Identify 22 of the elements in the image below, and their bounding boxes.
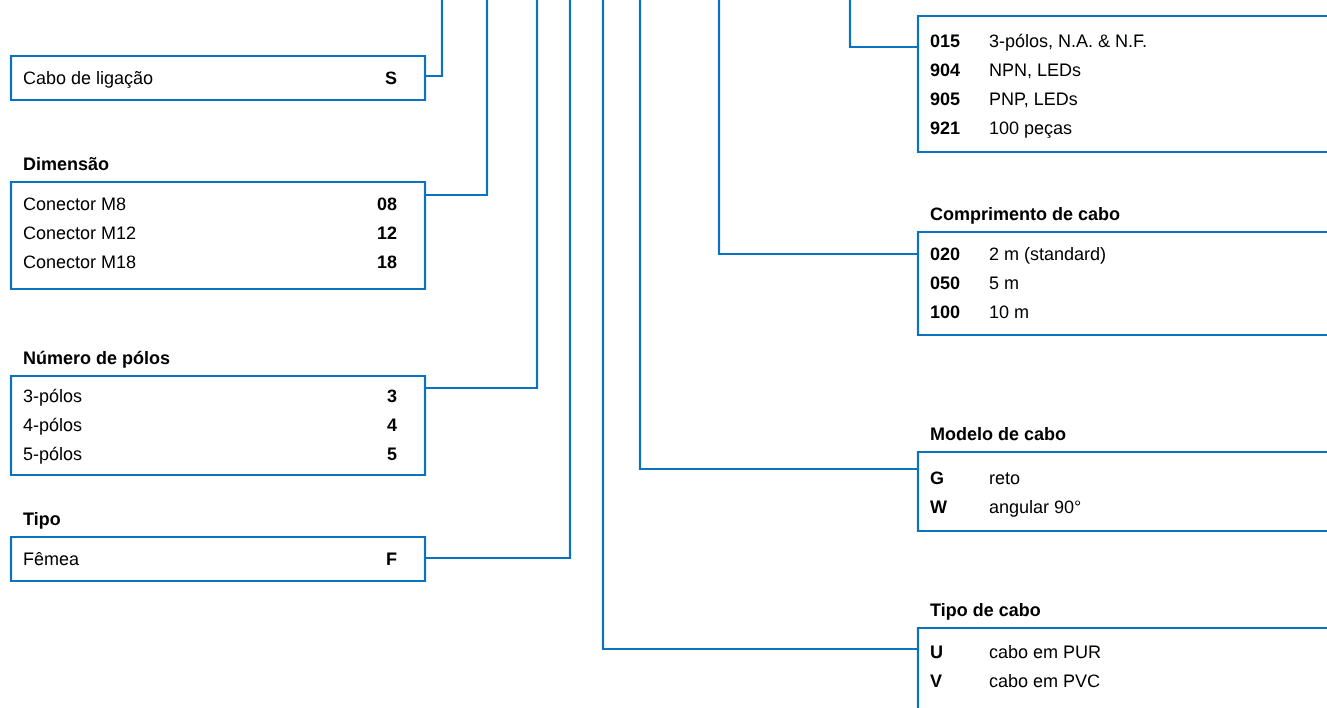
connector-line: [638, 0, 918, 471]
option-box: Dimensão Conector M8 08 Conector M12 12 Conector M18 18: [9, 156, 427, 291]
node-label: Tipo: [23, 511, 60, 529]
connector-line: [425, 0, 539, 390]
node-label: Modelo de cabo: [931, 426, 1066, 441]
node-label: Número de pólos: [24, 350, 170, 368]
option-box: Número de pólos 3-pólos 3 4-pólos 4 5-pólos 5: [9, 350, 427, 477]
connector-line: [717, 0, 918, 256]
connector-line: [425, 0, 489, 197]
option-box: Tipo Fêmea F: [9, 511, 427, 583]
option-box: Comprimento de cabo 020 2 m (standard) 050 5 m 100 10 m: [916, 206, 1327, 337]
connector-line: [601, 0, 918, 651]
node-label: Dimensão: [24, 156, 109, 171]
connector-line: [425, 0, 444, 78]
option-box: Tipo de cabo U cabo em PUR V cabo em PVC: [916, 602, 1327, 708]
option-box: Modelo de cabo G reto W angular 90°: [916, 426, 1327, 533]
node-label: Comprimento de cabo: [930, 206, 1120, 224]
option-box: 015 3-pólos, N.A. & N.F. 904 NPN, LEDs 905 PNP, LEDs 921 100 peças: [916, 14, 1327, 154]
option-box: Cabo de ligação S: [9, 54, 427, 102]
connector-line: [425, 0, 572, 560]
node-label: Tipo de cabo: [930, 602, 1040, 620]
connector-line: [848, 0, 918, 49]
